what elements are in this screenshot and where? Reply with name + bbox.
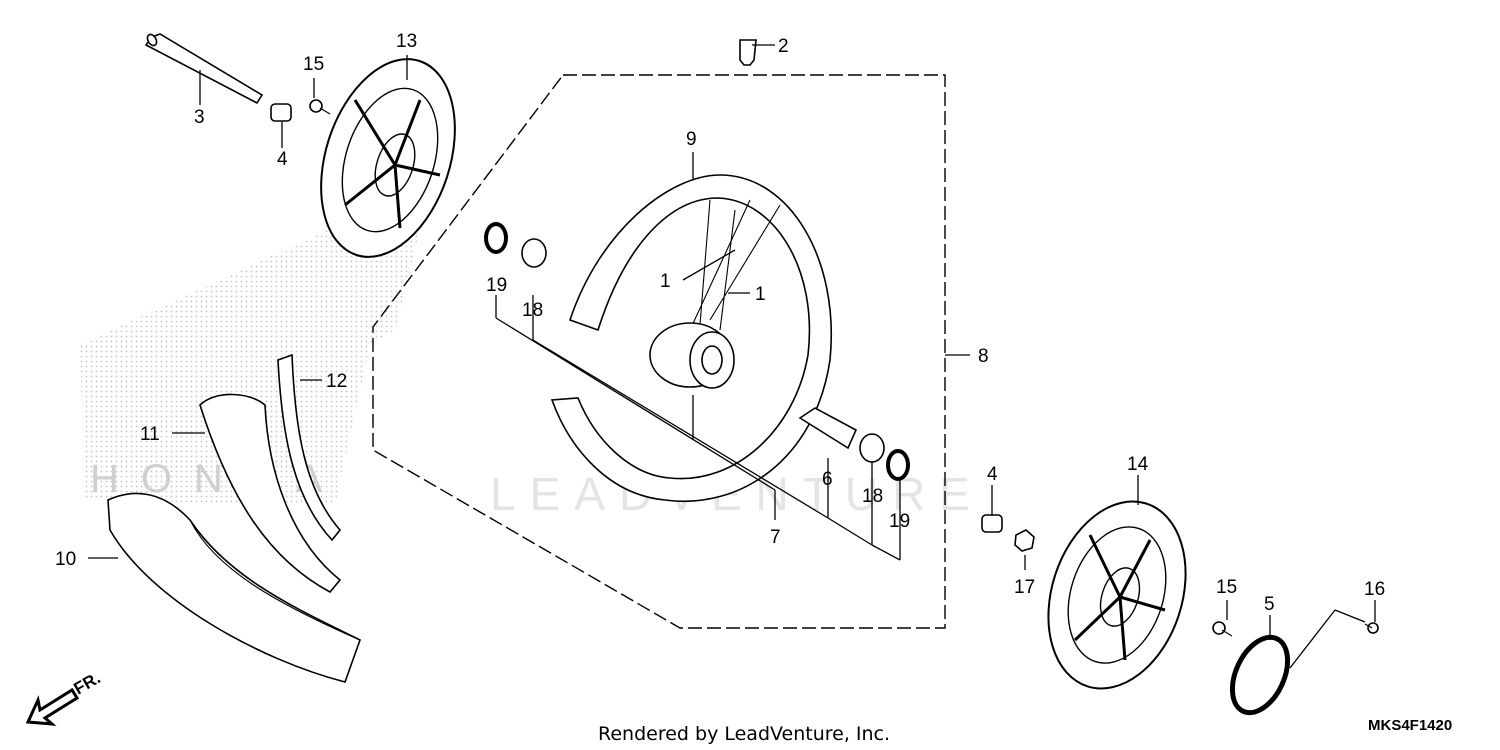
callout-15a: 15: [303, 54, 324, 75]
callout-3: 3: [194, 107, 205, 128]
callout-16: 16: [1364, 579, 1385, 600]
tire: [107, 492, 361, 683]
callout-4a: 4: [277, 149, 288, 170]
callout-1b: 1: [755, 284, 766, 305]
dust-seal-left: [484, 222, 508, 254]
disc-bolt-left: [309, 99, 331, 115]
valve-cap: [739, 39, 757, 66]
front-axle: [144, 33, 264, 105]
callout-19a: 19: [486, 275, 507, 296]
callout-18a: 18: [522, 300, 543, 321]
callout-4b: 4: [987, 464, 998, 485]
brake-disc-left: [320, 58, 456, 258]
disc-bolt-right: [1212, 621, 1233, 637]
callout-15b: 15: [1216, 577, 1237, 598]
callout-10: 10: [55, 549, 76, 570]
rim-band: [277, 353, 342, 542]
spokes: [689, 199, 781, 331]
rendered-by-footer: Rendered by LeadVenture, Inc.: [598, 723, 890, 745]
wheel-rim: [550, 174, 832, 502]
wheel-hub: [649, 322, 735, 389]
bearing-left: [521, 238, 547, 268]
callout-14: 14: [1127, 454, 1149, 475]
dust-seal-right: [886, 449, 910, 481]
inner-tube: [199, 393, 342, 594]
callout-12: 12: [326, 371, 347, 392]
callout-9: 9: [686, 129, 697, 150]
callout-7: 7: [770, 527, 781, 548]
callout-17: 17: [1014, 577, 1035, 598]
front-direction-indicator: FR.: [25, 668, 104, 726]
callout-18b: 18: [862, 486, 883, 507]
side-collar-right: [981, 514, 1003, 533]
diagram-code: MKS4F1420: [1368, 717, 1452, 734]
callout-8: 8: [978, 346, 989, 367]
callout-5: 5: [1264, 594, 1275, 615]
callout-13: 13: [396, 31, 417, 52]
callout-1a: 1: [660, 271, 671, 292]
pulser-ring-bolt: [1364, 622, 1379, 634]
callout-19b: 19: [889, 511, 910, 532]
leader-lines: [88, 44, 1376, 669]
wheel-assembly-boundary: [372, 74, 946, 629]
callout-11: 11: [140, 424, 160, 445]
brake-disc-right: [1047, 500, 1187, 690]
pulser-ring: [1229, 634, 1291, 716]
callout-2: 2: [778, 36, 789, 57]
distance-collar: [798, 407, 858, 450]
front-arrow-icon: [25, 687, 80, 726]
callout-6: 6: [822, 469, 833, 490]
callouts: 1 1 2 3 4 4 5 6 7 8 9 10 11 12 13 14 15 …: [55, 31, 1385, 615]
bearing-right: [859, 433, 885, 463]
axle-nut: [1014, 529, 1035, 552]
side-collar-left: [270, 103, 292, 122]
